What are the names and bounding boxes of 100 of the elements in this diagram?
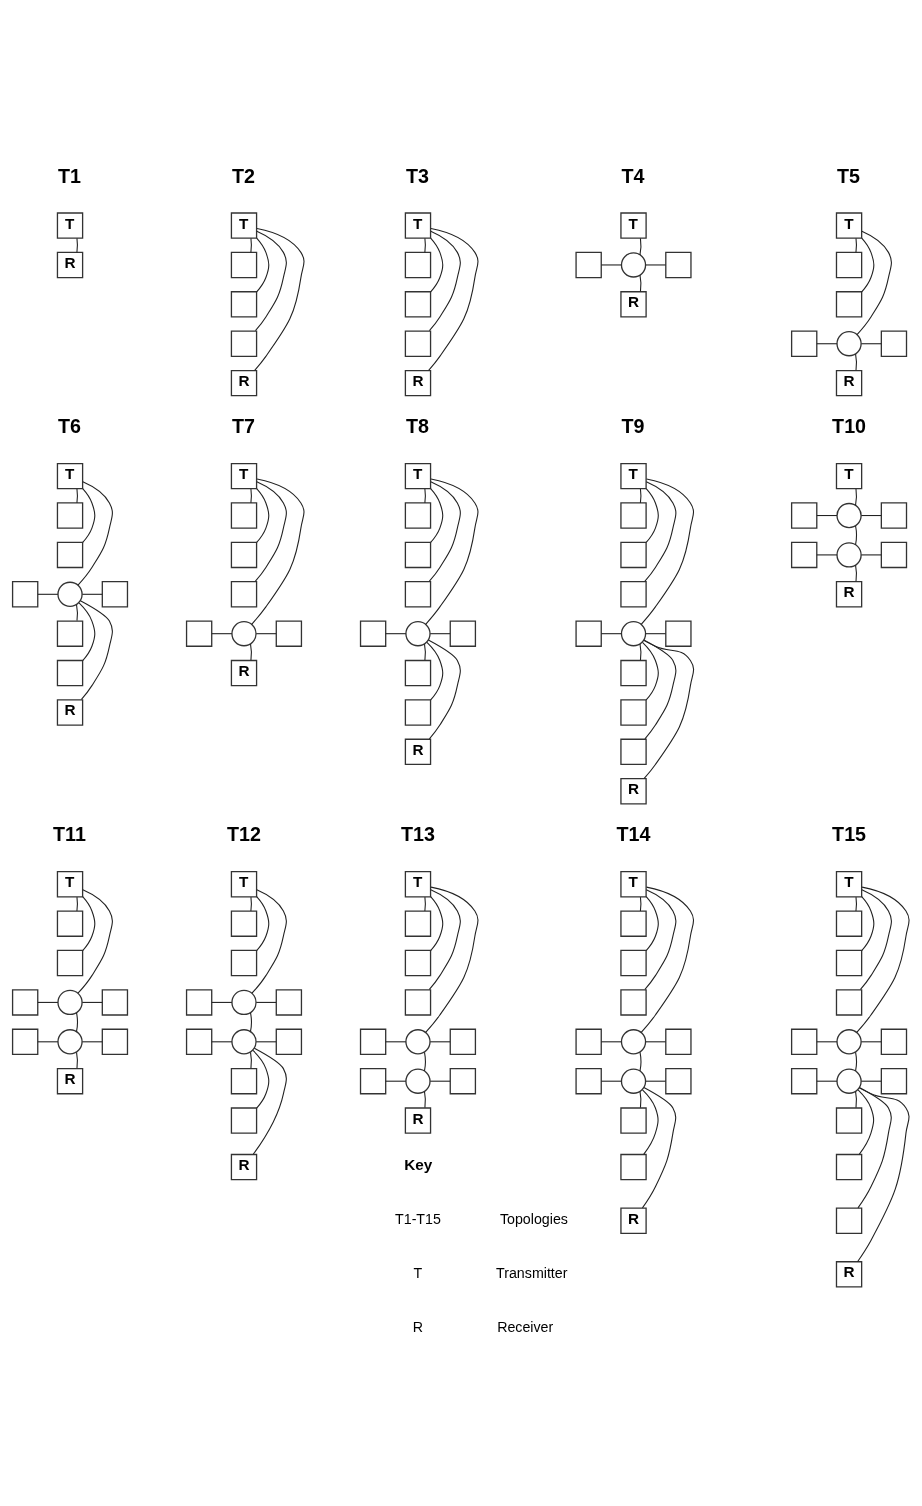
label: T9 [621,414,645,437]
label: T8 [405,414,429,437]
connector [254,480,287,582]
connector [37,1001,59,1003]
connector [385,632,407,634]
node-box [790,1067,818,1094]
node-box [404,949,432,976]
node-box [404,909,432,937]
node-box: T [404,870,432,897]
node-box [404,659,432,686]
connector [82,487,96,543]
node-box [620,501,647,529]
connector [249,643,252,661]
node-box: R [620,1206,647,1234]
node-box [230,290,258,318]
label: Receiver [497,1318,554,1335]
connector [855,237,857,253]
node-circle [836,1028,862,1054]
node-box: R [56,698,84,726]
label: T3 [405,164,429,187]
node-box: R [404,1106,432,1134]
connector [859,888,892,990]
connector [645,263,667,265]
node-box: T [835,211,863,239]
connector [254,227,305,371]
node-box [835,988,863,1016]
node-box [404,541,432,568]
connector [640,477,695,625]
connector [78,601,96,661]
node-box: R [835,1260,863,1288]
node-box: T [56,211,84,239]
connector [600,632,622,634]
node-box [275,988,303,1016]
node-circle [620,1068,647,1094]
node-box [790,541,818,568]
connector [860,514,882,516]
node-box: T [56,870,84,897]
node-box [404,580,432,608]
node-box [620,1153,647,1180]
connector [428,230,461,331]
node-circle [57,989,83,1015]
connector [211,632,233,634]
node-circle [620,251,647,278]
label: Key [404,1155,433,1173]
connector [76,237,78,253]
node-box: R [56,251,84,278]
node-box [185,1028,213,1055]
connector [854,487,857,506]
node-box [665,1067,692,1094]
label: R [412,1318,424,1335]
connector [600,1040,622,1042]
connector [250,487,252,503]
connector [816,1080,838,1082]
connector [211,1001,233,1003]
connector [816,342,838,344]
connector [855,564,857,582]
connector [644,888,677,990]
connector [81,593,103,595]
node-box: R [404,369,432,396]
connector [645,1040,667,1042]
node-circle [231,989,257,1015]
connector [639,274,642,292]
node-box [404,251,432,278]
label: T6 [58,414,81,437]
connector [639,1051,642,1071]
node-box [449,1028,477,1055]
node-box: T [230,462,258,489]
connector [857,1088,875,1155]
connector [79,599,113,700]
connector [427,639,461,739]
connector [640,886,695,1033]
connector [423,1090,426,1108]
node-box [665,619,692,647]
label: T11 [53,822,86,845]
connector [645,487,659,543]
node-box: T [620,211,647,239]
label: T5 [837,164,861,187]
node-box [835,949,863,976]
node-box [449,1067,477,1094]
connector [645,1080,667,1082]
node-box [880,1028,908,1055]
connector [600,1080,622,1082]
connector [429,632,451,634]
label: T14 [616,822,651,845]
connector [76,896,78,912]
node-box [11,580,39,608]
connector [424,896,426,912]
connector [77,888,113,994]
node-box [230,1067,258,1094]
node-box [880,330,908,357]
node-box [275,1028,303,1055]
connector [856,886,910,1033]
node-box: R [230,369,258,396]
node-box [101,1028,129,1055]
label: T7 [231,414,255,437]
connector [428,480,461,582]
node-circle [231,620,257,646]
connector [641,641,659,701]
node-box [404,330,432,357]
node-box [404,988,432,1016]
